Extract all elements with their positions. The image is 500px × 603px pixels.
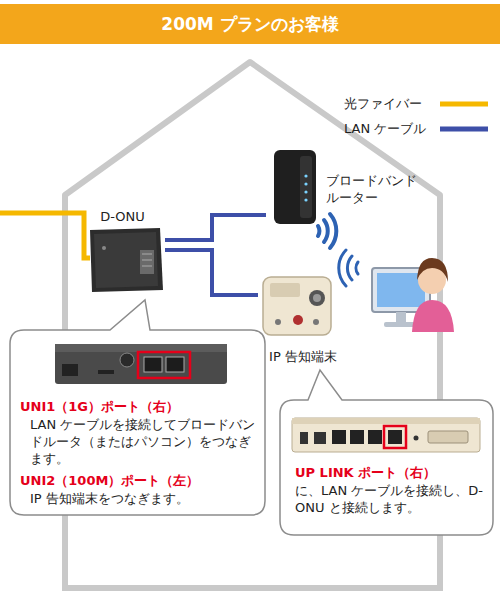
wifi-waves: [318, 214, 336, 248]
title-text: 200M プランのお客様: [161, 13, 338, 36]
port-description: IP 告知端末をつなぎます。: [30, 490, 258, 507]
device-label: IP 告知端末: [258, 348, 348, 365]
router-node: ブロードバンド ルーター: [266, 148, 426, 230]
d-onu-device: [90, 228, 163, 292]
port-heading: UP LINK ポート（右）: [295, 464, 485, 481]
fiber-cable: [0, 213, 90, 258]
device-label: ブロードバンド ルーター: [326, 172, 426, 206]
port-description: LAN ケーブルを接続してブロードバンドルータ（またはパソコン）をつなぎます。: [30, 416, 258, 467]
ip-terminal-device: [263, 277, 331, 335]
port-description: に、LAN ケーブルを接続し、D-ONU と接続します。: [295, 482, 485, 516]
pc-user: [339, 250, 454, 332]
legend-text: LAN ケーブル: [344, 121, 426, 136]
port-illustration: [55, 344, 227, 384]
bubble-outline: [10, 300, 265, 515]
port-heading: UNI2（100M）ポート（左）: [20, 472, 260, 489]
onu-node: D-ONU: [80, 208, 165, 293]
router-device: [274, 150, 316, 224]
legend-lan-line: [440, 127, 488, 132]
port-heading: UNI1（1G）ポート（右）: [20, 398, 260, 415]
legend-text: 光ファイバー: [344, 96, 422, 111]
legend-fiber-line: [440, 102, 488, 107]
port-illustration: [292, 418, 480, 452]
lan-cable: [165, 250, 258, 295]
device-label: D-ONU: [80, 208, 165, 225]
lan-cable: [165, 215, 266, 240]
ip-terminal-node: IP 告知端末: [258, 272, 348, 367]
bubble-outline: [280, 370, 493, 535]
title-bar: 200M プランのお客様: [0, 4, 500, 44]
onu-callout: UNI1（1G）ポート（右）LAN ケーブルを接続してブロードバンドルータ（また…: [10, 330, 265, 515]
uplink-callout: UP LINK ポート（右）に、LAN ケーブルを接続し、D-ONU と接続しま…: [280, 400, 493, 535]
